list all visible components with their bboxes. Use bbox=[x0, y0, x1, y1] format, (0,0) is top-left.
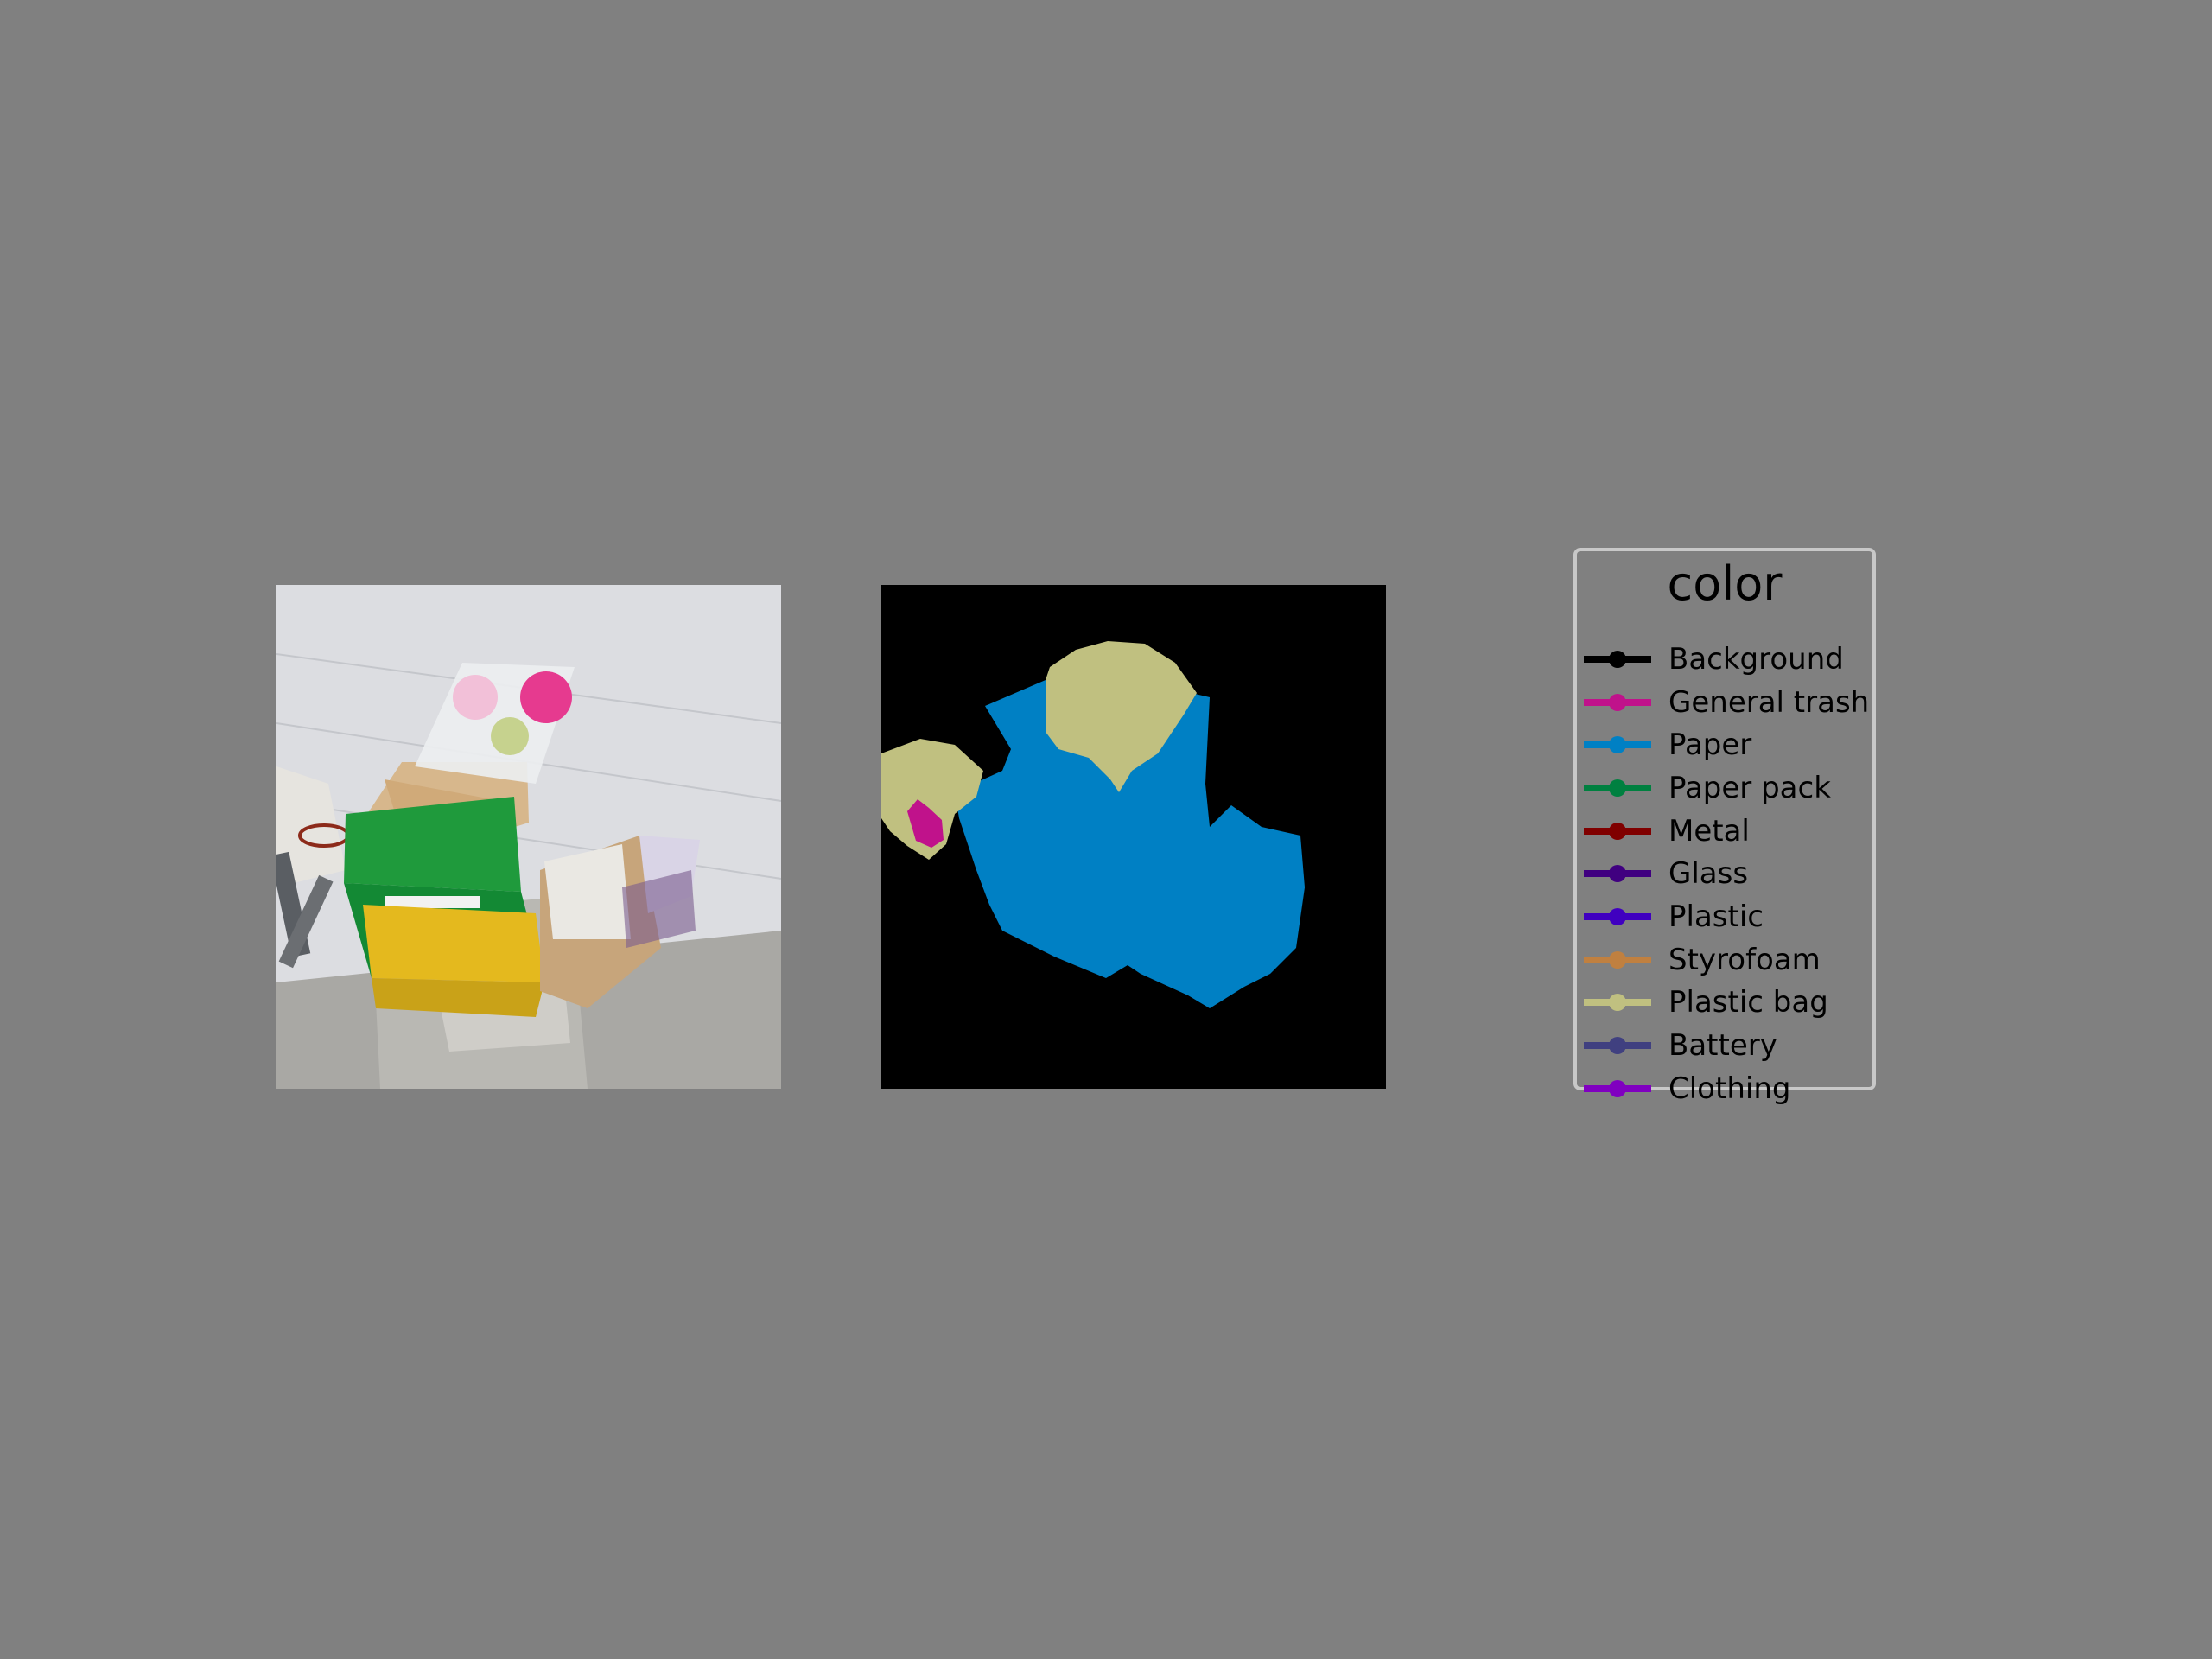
legend-item: General trash bbox=[1584, 681, 1869, 724]
legend-item: Glass bbox=[1584, 852, 1869, 895]
legend-label: Plastic bag bbox=[1669, 985, 1828, 1020]
legend-item: Paper pack bbox=[1584, 766, 1869, 810]
mask-region-plastic-bag-left bbox=[881, 739, 983, 860]
legend-item: Clothing bbox=[1584, 1067, 1869, 1110]
trash-photo bbox=[276, 585, 781, 1089]
mask-region-paper bbox=[955, 671, 1305, 1008]
legend-swatch-icon bbox=[1584, 690, 1651, 715]
legend-swatch-icon bbox=[1584, 732, 1651, 758]
legend-label: Clothing bbox=[1669, 1071, 1791, 1106]
legend-label: General trash bbox=[1669, 684, 1870, 720]
legend-swatch-icon bbox=[1584, 947, 1651, 973]
legend-swatch-icon bbox=[1584, 818, 1651, 844]
legend-label: Glass bbox=[1669, 856, 1749, 892]
legend-item: Paper bbox=[1584, 723, 1869, 766]
legend-label: Background bbox=[1669, 641, 1844, 677]
mask-region-plastic-bag-top bbox=[1046, 641, 1197, 792]
segmentation-mask-illustration bbox=[881, 585, 1386, 1089]
legend-label: Paper pack bbox=[1669, 770, 1831, 805]
legend-item: Battery bbox=[1584, 1024, 1869, 1067]
legend-label: Styrofoam bbox=[1669, 942, 1821, 977]
legend-label: Battery bbox=[1669, 1028, 1777, 1064]
legend-label: Paper bbox=[1669, 728, 1752, 763]
legend-swatch-icon bbox=[1584, 989, 1651, 1015]
legend-item: Background bbox=[1584, 638, 1869, 681]
trash-photo-illustration bbox=[276, 585, 781, 1089]
legend-label: Plastic bbox=[1669, 899, 1764, 934]
legend-swatch-icon bbox=[1584, 1076, 1651, 1102]
legend-item: Plastic bbox=[1584, 895, 1869, 938]
legend-swatch-icon bbox=[1584, 775, 1651, 801]
legend-item: Metal bbox=[1584, 810, 1869, 853]
legend-item: Styrofoam bbox=[1584, 938, 1869, 982]
legend-swatch-icon bbox=[1584, 1033, 1651, 1058]
mask-region-general-trash bbox=[907, 799, 944, 848]
segmentation-mask bbox=[881, 585, 1386, 1089]
legend-label: Metal bbox=[1669, 813, 1750, 849]
legend-swatch-icon bbox=[1584, 861, 1651, 887]
legend-swatch-icon bbox=[1584, 904, 1651, 930]
legend-item: Plastic bag bbox=[1584, 982, 1869, 1025]
legend-title: color bbox=[1667, 556, 1783, 611]
legend-swatch-icon bbox=[1584, 646, 1651, 672]
